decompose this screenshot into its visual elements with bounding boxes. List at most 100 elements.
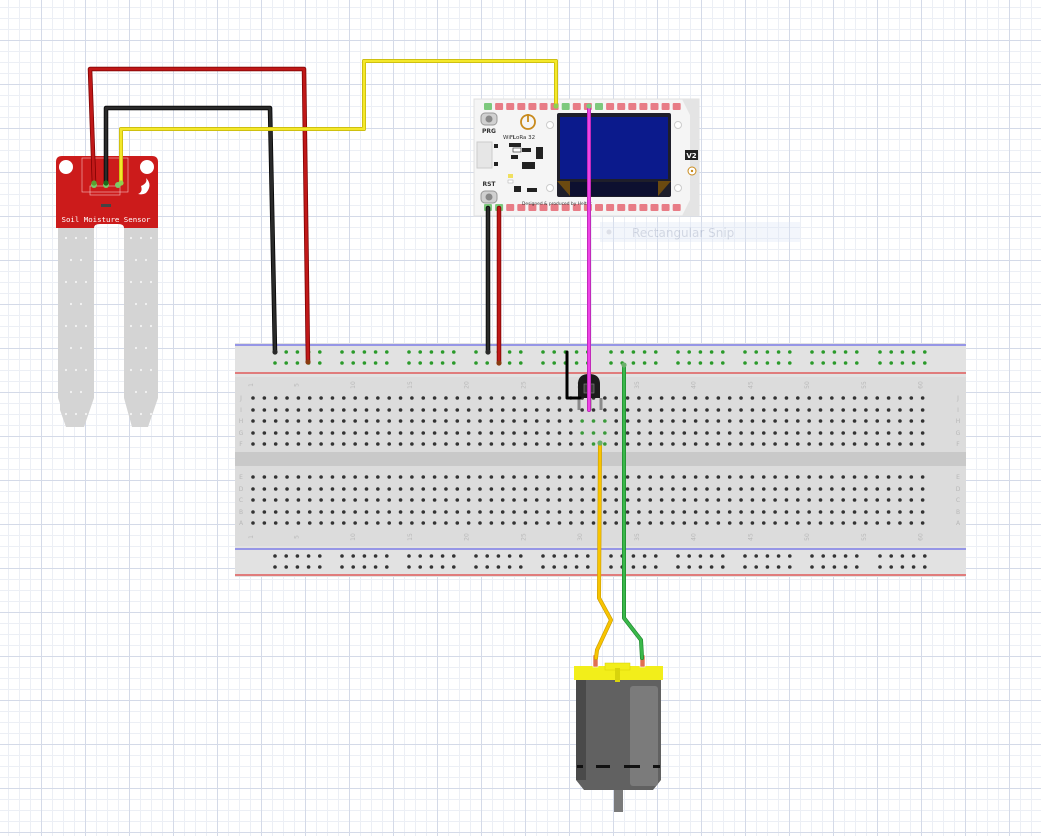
power-rail-hole[interactable] <box>709 554 714 558</box>
breadboard-hole[interactable] <box>637 396 641 400</box>
breadboard-hole[interactable] <box>818 510 823 514</box>
breadboard-hole[interactable] <box>251 408 255 412</box>
breadboard-hole[interactable] <box>727 442 732 446</box>
board-pin-top[interactable] <box>650 103 659 110</box>
breadboard-hole[interactable] <box>852 431 857 435</box>
power-rail-hole[interactable] <box>721 565 725 569</box>
power-rail-hole[interactable] <box>687 361 691 365</box>
breadboard-hole[interactable] <box>500 498 505 502</box>
power-rail-hole[interactable] <box>721 350 725 354</box>
board-pin-top[interactable] <box>495 103 504 110</box>
breadboard-hole[interactable] <box>716 521 721 525</box>
breadboard-hole[interactable] <box>591 442 596 446</box>
power-rail-hole[interactable] <box>351 565 356 569</box>
breadboard-hole[interactable] <box>807 396 811 400</box>
breadboard-hole[interactable] <box>580 431 584 435</box>
breadboard-hole[interactable] <box>898 498 902 502</box>
wire-endpoint[interactable] <box>586 103 592 109</box>
power-rail-hole[interactable] <box>574 554 579 558</box>
breadboard-hole[interactable] <box>603 475 607 479</box>
breadboard-hole[interactable] <box>830 521 834 525</box>
breadboard-hole[interactable] <box>512 408 516 412</box>
breadboard-hole[interactable] <box>614 475 618 479</box>
power-rail-hole[interactable] <box>765 350 770 354</box>
power-rail-hole[interactable] <box>407 350 411 354</box>
power-rail-hole[interactable] <box>923 565 927 569</box>
power-rail-hole[interactable] <box>385 565 389 569</box>
breadboard-hole[interactable] <box>353 419 357 423</box>
breadboard-hole[interactable] <box>807 419 811 423</box>
power-rail-hole[interactable] <box>318 350 322 354</box>
power-rail-hole[interactable] <box>362 565 367 569</box>
power-rail-hole[interactable] <box>889 554 893 558</box>
power-rail-hole[interactable] <box>900 361 905 365</box>
board-pin-top[interactable] <box>528 103 537 110</box>
breadboard-hole[interactable] <box>659 521 664 525</box>
breadboard-hole[interactable] <box>841 521 845 525</box>
breadboard-hole[interactable] <box>534 521 539 525</box>
breadboard-hole[interactable] <box>534 396 539 400</box>
breadboard-hole[interactable] <box>330 487 335 491</box>
breadboard-hole[interactable] <box>580 498 584 502</box>
breadboard-hole[interactable] <box>500 408 505 412</box>
breadboard-hole[interactable] <box>580 442 584 446</box>
breadboard-hole[interactable] <box>285 396 289 400</box>
breadboard-hole[interactable] <box>376 431 380 435</box>
breadboard-hole[interactable] <box>353 408 357 412</box>
breadboard-hole[interactable] <box>727 487 732 491</box>
power-rail-hole[interactable] <box>496 554 501 558</box>
power-rail-hole[interactable] <box>687 350 691 354</box>
power-rail-hole[interactable] <box>574 361 579 365</box>
breadboard-hole[interactable] <box>886 521 891 525</box>
breadboard-hole[interactable] <box>727 419 732 423</box>
power-rail-hole[interactable] <box>743 350 747 354</box>
breadboard-hole[interactable] <box>251 419 255 423</box>
breadboard-hole[interactable] <box>376 419 380 423</box>
breadboard-hole[interactable] <box>296 408 301 412</box>
power-rail-hole[interactable] <box>698 554 703 558</box>
breadboard-hole[interactable] <box>273 442 278 446</box>
breadboard-hole[interactable] <box>648 431 653 435</box>
breadboard-hole[interactable] <box>251 487 255 491</box>
breadboard-hole[interactable] <box>455 419 460 423</box>
board-pin-top[interactable] <box>672 103 681 110</box>
power-rail-hole[interactable] <box>687 565 691 569</box>
breadboard-hole[interactable] <box>557 396 562 400</box>
breadboard-hole[interactable] <box>500 510 505 514</box>
breadboard-hole[interactable] <box>693 510 698 514</box>
breadboard-hole[interactable] <box>319 521 323 525</box>
breadboard-hole[interactable] <box>693 475 698 479</box>
breadboard-hole[interactable] <box>557 510 562 514</box>
power-rail-hole[interactable] <box>273 554 277 558</box>
breadboard-hole[interactable] <box>614 510 618 514</box>
breadboard-hole[interactable] <box>750 431 755 435</box>
breadboard-hole[interactable] <box>625 442 630 446</box>
breadboard-hole[interactable] <box>796 521 800 525</box>
breadboard-hole[interactable] <box>739 419 743 423</box>
power-rail-hole[interactable] <box>810 361 814 365</box>
breadboard-hole[interactable] <box>444 510 448 514</box>
breadboard-hole[interactable] <box>455 475 460 479</box>
breadboard-hole[interactable] <box>444 408 448 412</box>
breadboard-hole[interactable] <box>830 408 834 412</box>
breadboard-hole[interactable] <box>285 408 289 412</box>
breadboard-hole[interactable] <box>364 498 369 502</box>
breadboard-hole[interactable] <box>489 396 494 400</box>
breadboard-hole[interactable] <box>773 408 777 412</box>
breadboard-hole[interactable] <box>886 442 891 446</box>
breadboard-hole[interactable] <box>421 475 426 479</box>
breadboard-hole[interactable] <box>466 475 471 479</box>
breadboard-hole[interactable] <box>410 498 414 502</box>
breadboard-hole[interactable] <box>398 408 403 412</box>
power-rail-hole[interactable] <box>340 565 344 569</box>
breadboard-hole[interactable] <box>296 419 301 423</box>
power-rail-hole[interactable] <box>754 350 758 354</box>
breadboard-hole[interactable] <box>818 396 823 400</box>
breadboard-hole[interactable] <box>296 475 301 479</box>
breadboard-hole[interactable] <box>580 475 584 479</box>
breadboard-hole[interactable] <box>682 431 687 435</box>
breadboard-hole[interactable] <box>705 442 709 446</box>
breadboard-hole[interactable] <box>875 431 880 435</box>
breadboard-hole[interactable] <box>716 408 721 412</box>
breadboard-hole[interactable] <box>523 498 528 502</box>
